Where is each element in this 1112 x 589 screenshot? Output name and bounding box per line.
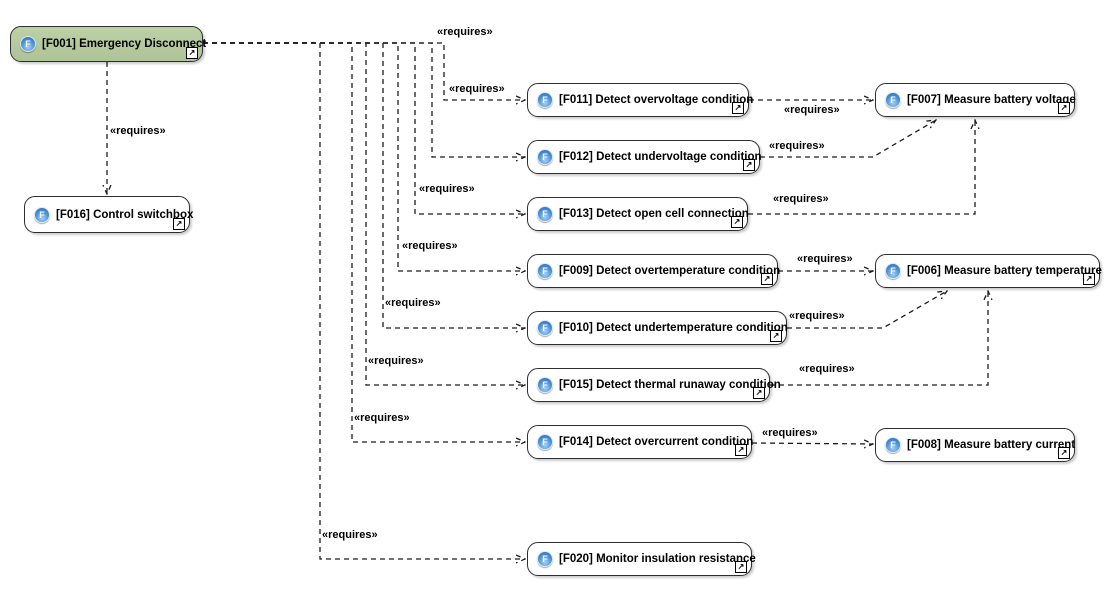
node-label: [F014] Detect overcurrent condition <box>559 436 754 448</box>
edge-stereotype-label: «requires» <box>368 355 424 367</box>
node-label: [F016] Control switchbox <box>56 208 194 221</box>
open-in-new-icon[interactable]: ↗ <box>732 102 744 114</box>
node-label: [F008] Measure battery current <box>907 439 1076 451</box>
edge-stereotype-label: «requires» <box>797 253 853 265</box>
edge-stereotype-label: «requires» <box>784 104 840 116</box>
edge-f010-f006[interactable] <box>787 291 947 329</box>
edge-f001-f020[interactable] <box>203 42 525 559</box>
function-icon: F <box>885 92 901 108</box>
node-label: [F006] Measure battery temperature <box>907 265 1102 277</box>
function-icon: F <box>885 263 901 279</box>
node-f020[interactable]: F [F020] Monitor insulation resistance ↗ <box>527 542 756 576</box>
edge-stereotype-label: «requires» <box>773 193 829 205</box>
function-icon: F <box>34 206 50 223</box>
node-f013[interactable]: F [F013] Detect open cell connection ↗ <box>527 197 749 231</box>
function-icon: F <box>537 92 553 108</box>
function-icon: F <box>885 437 901 453</box>
edge-f001-f014[interactable] <box>203 42 525 442</box>
edge-stereotype-label: «requires» <box>110 125 166 137</box>
node-f009[interactable]: F [F009] Detect overtemperature conditio… <box>527 254 781 288</box>
node-label: [F011] Detect overvoltage condition <box>559 94 754 106</box>
open-in-new-icon[interactable]: ↗ <box>1058 447 1070 459</box>
open-in-new-icon[interactable]: ↗ <box>1058 102 1070 114</box>
node-f010[interactable]: F [F010] Detect undertemperature conditi… <box>527 311 788 345</box>
open-in-new-icon[interactable]: ↗ <box>186 47 198 59</box>
node-label: [F020] Monitor insulation resistance <box>559 553 756 565</box>
node-label: [F015] Detect thermal runaway condition <box>559 379 781 391</box>
node-label: [F009] Detect overtemperature condition <box>559 265 781 277</box>
edge-stereotype-label: «requires» <box>402 240 458 252</box>
open-in-new-icon[interactable]: ↗ <box>770 330 782 342</box>
function-icon: F <box>537 263 553 279</box>
edge-stereotype-label: «requires» <box>789 310 845 322</box>
node-f008[interactable]: F [F008] Measure battery current ↗ <box>875 428 1075 462</box>
node-label: [F010] Detect undertemperature condition <box>559 322 788 334</box>
node-label: [F012] Detect undervoltage condition <box>559 151 762 163</box>
function-icon: F <box>537 320 553 336</box>
open-in-new-icon[interactable]: ↗ <box>743 159 755 171</box>
function-icon: F <box>20 36 36 52</box>
edge-f014-f008[interactable] <box>751 443 873 444</box>
function-icon: F <box>537 551 553 567</box>
node-f011[interactable]: F [F011] Detect overvoltage condition ↗ <box>527 83 753 117</box>
function-icon: F <box>537 434 553 450</box>
function-icon: F <box>537 149 553 165</box>
edge-f001-f009[interactable] <box>203 42 525 271</box>
node-label: [F013] Detect open cell connection <box>559 208 749 220</box>
node-f016[interactable]: F [F016] Control switchbox ↗ <box>24 196 194 233</box>
edge-stereotype-label: «requires» <box>437 26 493 38</box>
edge-stereotype-label: «requires» <box>799 363 855 375</box>
open-in-new-icon[interactable]: ↗ <box>735 561 747 573</box>
edge-f001-f012[interactable] <box>203 42 525 157</box>
node-f007[interactable]: F [F007] Measure battery voltage ↗ <box>875 83 1076 117</box>
node-f006[interactable]: F [F006] Measure battery temperature ↗ <box>875 254 1102 288</box>
open-in-new-icon[interactable]: ↗ <box>173 218 185 230</box>
node-f001[interactable]: F [F001] Emergency Disconnect ↗ <box>10 26 207 62</box>
edge-stereotype-label: «requires» <box>762 427 818 439</box>
open-in-new-icon[interactable]: ↗ <box>731 216 743 228</box>
edge-stereotype-label: «requires» <box>385 297 441 309</box>
open-in-new-icon[interactable]: ↗ <box>1083 273 1095 285</box>
edge-stereotype-label: «requires» <box>354 412 410 424</box>
edge-stereotype-label: «requires» <box>322 529 378 541</box>
node-f015[interactable]: F [F015] Detect thermal runaway conditio… <box>527 368 781 402</box>
edge-stereotype-label: «requires» <box>769 140 825 152</box>
open-in-new-icon[interactable]: ↗ <box>735 444 747 456</box>
edge-f015-f006[interactable] <box>770 291 988 386</box>
edge-stereotype-label: «requires» <box>419 183 475 195</box>
edge-f012-f007[interactable] <box>760 120 936 158</box>
open-in-new-icon[interactable]: ↗ <box>761 273 773 285</box>
edge-stereotype-label: «requires» <box>449 83 505 95</box>
edge-f013-f007[interactable] <box>748 120 975 215</box>
open-in-new-icon[interactable]: ↗ <box>753 387 765 399</box>
node-label: [F001] Emergency Disconnect <box>42 38 207 50</box>
function-icon: F <box>537 377 553 393</box>
function-icon: F <box>537 206 553 222</box>
node-f012[interactable]: F [F012] Detect undervoltage condition ↗ <box>527 140 762 174</box>
node-f014[interactable]: F [F014] Detect overcurrent condition ↗ <box>527 425 754 459</box>
node-label: [F007] Measure battery voltage <box>907 94 1076 106</box>
edge-f001-f013[interactable] <box>203 42 525 214</box>
